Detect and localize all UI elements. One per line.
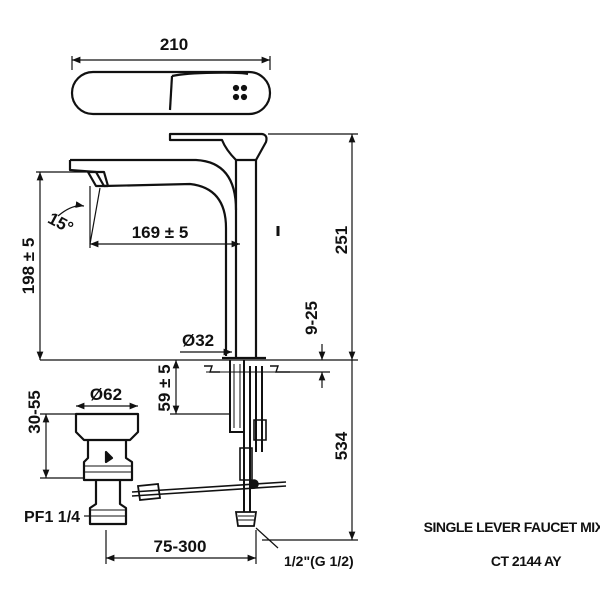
title-line-2: CT 2144 AY	[491, 553, 562, 569]
label-hose-length: 534	[332, 431, 351, 460]
top-view-body	[70, 70, 272, 116]
label-drain-distance: 75-300	[154, 537, 207, 556]
mounting-shank	[204, 360, 300, 433]
faucet-body	[68, 132, 280, 360]
label-spout-angle: 15°	[45, 209, 77, 238]
lever-handle	[168, 132, 268, 162]
label-drain-thread: PF1 1/4	[24, 509, 80, 526]
drain-linkage	[131, 479, 287, 501]
title-line-1: SINGLE LEVER FAUCET MIXE	[424, 519, 600, 535]
spout	[68, 158, 238, 356]
hose-left	[243, 366, 251, 512]
drain-body	[82, 440, 134, 482]
label-drain-diameter: Ø62	[90, 385, 122, 404]
body-column	[234, 160, 258, 358]
drain-flange	[74, 412, 140, 442]
dimension-lines	[36, 133, 358, 564]
label-spout-height: 198 ± 5	[19, 238, 38, 295]
label-height-total: 251	[332, 226, 351, 254]
top-view-lever-curve	[171, 71, 249, 78]
label-top-width: 210	[160, 35, 188, 54]
spout-aerator	[86, 170, 110, 188]
drain-tail	[88, 480, 128, 526]
label-shank-length: 59 ± 5	[155, 364, 174, 411]
label-drain-height: 30-55	[25, 390, 44, 433]
label-counter-thickness: 9-25	[302, 301, 321, 335]
label-inlet-thread: 1/2"(G 1/2)	[284, 553, 354, 569]
label-spout-reach: 169 ± 5	[132, 223, 189, 242]
hose-right	[255, 366, 263, 452]
top-view	[70, 70, 272, 116]
top-view-lever-split	[168, 75, 174, 111]
dim-top-width	[71, 56, 271, 70]
pop-up-drain	[74, 412, 140, 526]
label-hole-diameter: Ø32	[182, 331, 214, 350]
lever-marker-red	[232, 84, 240, 92]
